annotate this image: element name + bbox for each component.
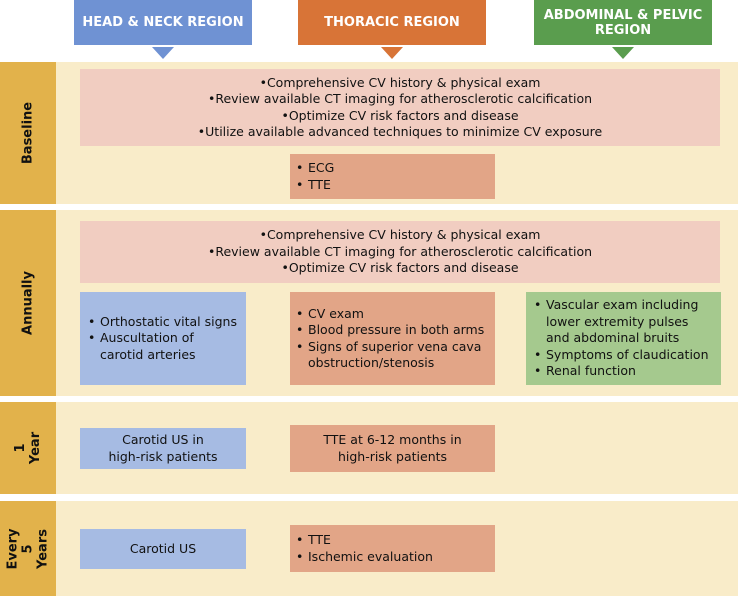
one-year-label: 1 Year xyxy=(13,431,43,465)
annually-abdominal-item: Symptoms of claudication xyxy=(534,347,715,364)
annually-head-neck-item: Orthostatic vital signs xyxy=(88,314,240,331)
five-years-label-tab: Every 5 Years xyxy=(0,501,56,596)
five-years-thoracic-item: Ischemic evaluation xyxy=(296,549,495,566)
one-year-thoracic-box: TTE at 6-12 months in high-risk patients xyxy=(290,425,495,472)
annually-head-neck-item: Auscultation of carotid arteries xyxy=(88,330,240,363)
annually-abdominal-item: Vascular exam including lower extremity … xyxy=(534,297,715,347)
head-neck-arrow-icon xyxy=(152,47,174,59)
baseline-label: Baseline xyxy=(20,101,36,165)
annually-thoracic-item: CV exam xyxy=(296,306,489,323)
annually-thoracic-item: Blood pressure in both arms xyxy=(296,322,489,339)
annually-label-tab: Annually xyxy=(0,210,56,396)
annually-general-item: Optimize CV risk factors and disease xyxy=(80,260,720,277)
abdominal-region-header: ABDOMINAL & PELVIC REGION xyxy=(534,0,712,45)
abdominal-arrow-icon xyxy=(612,47,634,59)
one-year-head-neck-box: Carotid US in high-risk patients xyxy=(80,428,246,469)
five-years-thoracic-item: TTE xyxy=(296,532,495,549)
five-years-label: Every 5 Years xyxy=(5,527,51,570)
baseline-general-item: Utilize available advanced techniques to… xyxy=(80,124,720,141)
one-year-label-tab: 1 Year xyxy=(0,402,56,494)
annually-thoracic-item: Signs of superior vena cava obstruction/… xyxy=(296,339,489,372)
annually-general-box: Comprehensive CV history & physical exam… xyxy=(80,221,720,283)
annually-general-item: Review available CT imaging for atherosc… xyxy=(80,244,720,261)
annually-head-neck-box: Orthostatic vital signs Auscultation of … xyxy=(80,292,246,385)
annually-label: Annually xyxy=(20,271,36,335)
baseline-general-box: Comprehensive CV history & physical exam… xyxy=(80,69,720,146)
five-years-thoracic-box: TTE Ischemic evaluation xyxy=(290,525,495,572)
head-neck-region-header: HEAD & NECK REGION xyxy=(74,0,252,45)
annually-abdominal-box: Vascular exam including lower extremity … xyxy=(526,292,721,385)
annually-general-item: Comprehensive CV history & physical exam xyxy=(80,227,720,244)
baseline-general-item: Review available CT imaging for atherosc… xyxy=(80,91,720,108)
thoracic-arrow-icon xyxy=(381,47,403,59)
five-years-head-neck-box: Carotid US xyxy=(80,529,246,569)
baseline-thoracic-item: TTE xyxy=(296,177,495,194)
baseline-thoracic-item: ECG xyxy=(296,160,495,177)
baseline-general-item: Optimize CV risk factors and disease xyxy=(80,108,720,125)
baseline-thoracic-box: ECG TTE xyxy=(290,154,495,199)
baseline-label-tab: Baseline xyxy=(0,62,56,204)
baseline-general-item: Comprehensive CV history & physical exam xyxy=(80,75,720,92)
annually-thoracic-box: CV exam Blood pressure in both arms Sign… xyxy=(290,292,495,385)
annually-abdominal-item: Renal function xyxy=(534,363,715,380)
thoracic-region-header: THORACIC REGION xyxy=(298,0,486,45)
